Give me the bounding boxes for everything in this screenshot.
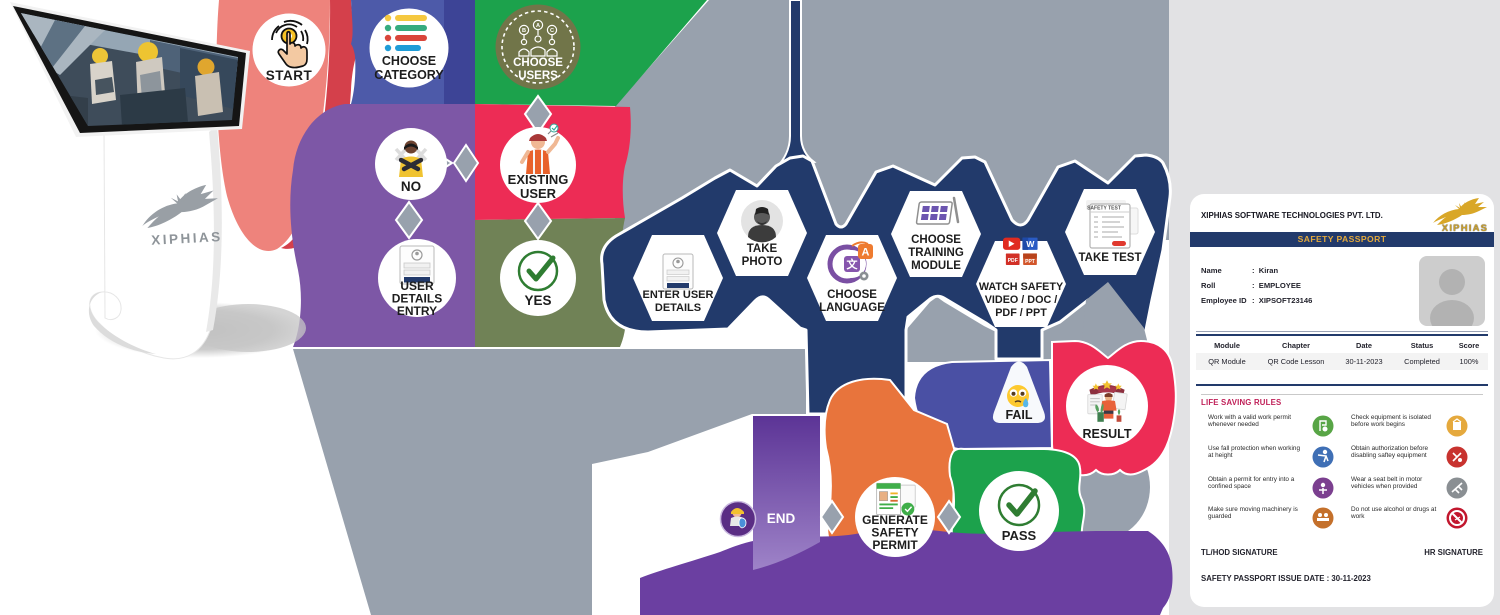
svg-text:LANGUAGE: LANGUAGE — [819, 302, 885, 314]
svg-text:EXISTING: EXISTING — [508, 172, 569, 187]
svg-text:DETAILS: DETAILS — [655, 302, 701, 314]
svg-text:W: W — [1026, 239, 1035, 249]
svg-text:文: 文 — [847, 257, 859, 271]
svg-text:CHOOSE: CHOOSE — [911, 234, 961, 246]
svg-text:VIDEO / DOC /: VIDEO / DOC / — [985, 294, 1058, 306]
svg-text:TAKE TEST: TAKE TEST — [1078, 252, 1141, 264]
svg-text:CHOOSE: CHOOSE — [382, 54, 436, 68]
svg-text:ENTRY: ENTRY — [397, 304, 437, 318]
svg-text:NO: NO — [401, 179, 421, 194]
svg-text:YES: YES — [524, 293, 551, 308]
svg-text:WATCH SAFETY: WATCH SAFETY — [979, 281, 1064, 293]
svg-text:XIPHIAS: XIPHIAS — [151, 229, 223, 248]
svg-text:B: B — [522, 28, 526, 34]
svg-text:PERMIT: PERMIT — [872, 538, 918, 552]
svg-text:CATEGORY: CATEGORY — [374, 68, 444, 82]
svg-text:END: END — [767, 511, 796, 526]
svg-text:MODULE: MODULE — [911, 260, 961, 272]
svg-text:TAKE: TAKE — [747, 243, 778, 255]
svg-text:PASS: PASS — [1002, 528, 1037, 543]
svg-text:A: A — [862, 247, 870, 259]
svg-text:C: C — [550, 28, 554, 34]
svg-text:USER: USER — [400, 279, 434, 293]
svg-text:PPT: PPT — [1025, 259, 1036, 265]
svg-text:PHOTO: PHOTO — [742, 256, 783, 268]
svg-text:PDF: PDF — [1008, 258, 1018, 264]
svg-text:USERS: USERS — [518, 70, 558, 82]
svg-text:DETAILS: DETAILS — [392, 292, 442, 306]
svg-text:USER: USER — [520, 186, 557, 201]
svg-text:RESULT: RESULT — [1082, 427, 1131, 441]
svg-text:CHOOSE: CHOOSE — [827, 289, 877, 301]
svg-text:FAIL: FAIL — [1005, 408, 1032, 422]
svg-text:CHOOSE: CHOOSE — [513, 57, 563, 69]
svg-text:TRAINING: TRAINING — [908, 247, 964, 259]
svg-text:ENTER USER: ENTER USER — [643, 289, 714, 301]
svg-text:A: A — [536, 23, 540, 29]
svg-text:SAFETY TEST: SAFETY TEST — [1087, 206, 1121, 212]
svg-text:GENERATE: GENERATE — [862, 513, 928, 527]
svg-text:PDF / PPT: PDF / PPT — [995, 307, 1047, 319]
svg-text:SAFETY: SAFETY — [871, 526, 918, 540]
svg-text:START: START — [266, 68, 313, 83]
svg-text:XIPHIAS: XIPHIAS — [1442, 223, 1487, 233]
